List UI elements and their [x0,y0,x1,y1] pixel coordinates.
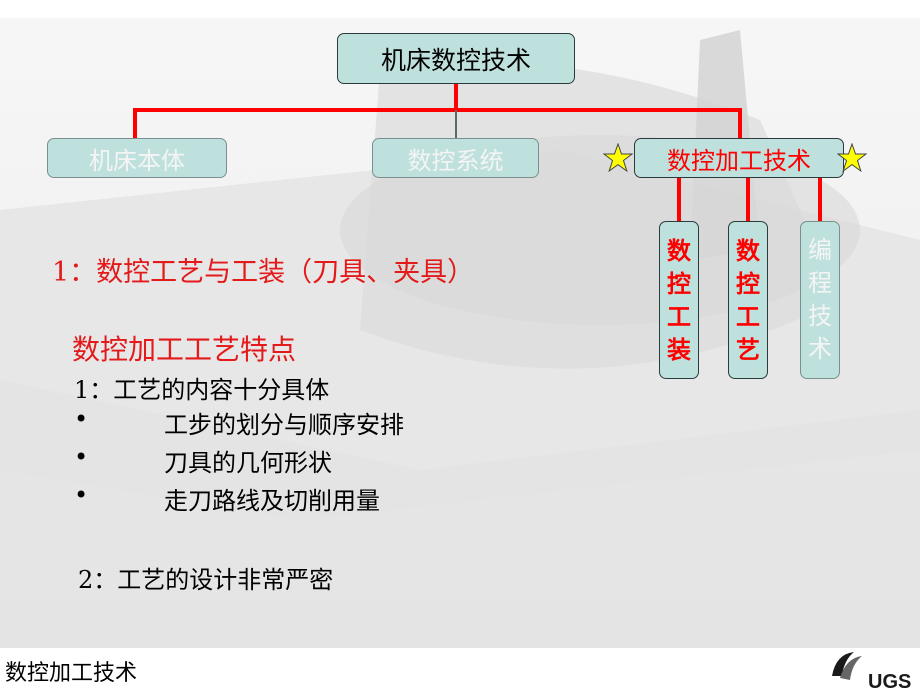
logo-text: UGS [868,671,911,690]
sub-2-connector [746,178,750,222]
vertical-char: 编 [808,236,832,264]
ugs-logo: UGS [832,652,911,690]
footer-bar [0,648,920,690]
vertical-char: 技 [808,302,832,330]
point-2: 2：工艺的设计非常严密 [78,566,334,594]
vertical-char: 装 [667,335,691,364]
node-programming: 编 程 技 术 [800,221,840,379]
bullet-marker: • [74,405,89,433]
point-1: 1：工艺的内容十分具体 [74,376,330,404]
vertical-char: 程 [808,269,832,297]
vertical-char: 艺 [736,335,760,364]
vertical-char: 控 [736,269,760,298]
node-cnc-system: 数控系统 [372,138,539,178]
bullet-item: 刀具的几何形状 [164,449,332,477]
branch-2-connector [455,110,457,139]
bullet-item: 工步的划分与顺序安排 [164,411,404,439]
branch-3-connector [738,108,742,139]
bullet-marker: • [74,443,89,471]
sub-3-connector [818,178,822,222]
section-subheading: 数控加工工艺特点 [72,333,297,366]
footer-title: 数控加工技术 [5,661,138,686]
top-bar [0,0,920,18]
node-machine-body: 机床本体 [47,138,227,178]
bullet-item: 走刀路线及切削用量 [164,487,380,515]
star-icon [837,143,867,173]
vertical-char: 工 [667,302,691,331]
branch-line [133,108,742,112]
node-cnc-process: 数 控 工 艺 [728,221,768,379]
root-node: 机床数控技术 [337,33,575,84]
vertical-char: 术 [808,335,832,363]
root-connector [454,84,458,110]
vertical-char: 控 [667,269,691,298]
sub-1-connector [677,178,681,222]
vertical-char: 工 [736,302,760,331]
node-cnc-tooling: 数 控 工 装 [659,221,699,379]
node-cnc-machining: 数控加工技术 [634,138,844,178]
bullet-marker: • [74,481,89,509]
section-heading: 1：数控工艺与工装（刀具、夹具） [52,257,475,288]
star-icon [603,143,633,173]
vertical-char: 数 [736,236,760,265]
branch-1-connector [133,108,137,139]
vertical-char: 数 [667,236,691,265]
